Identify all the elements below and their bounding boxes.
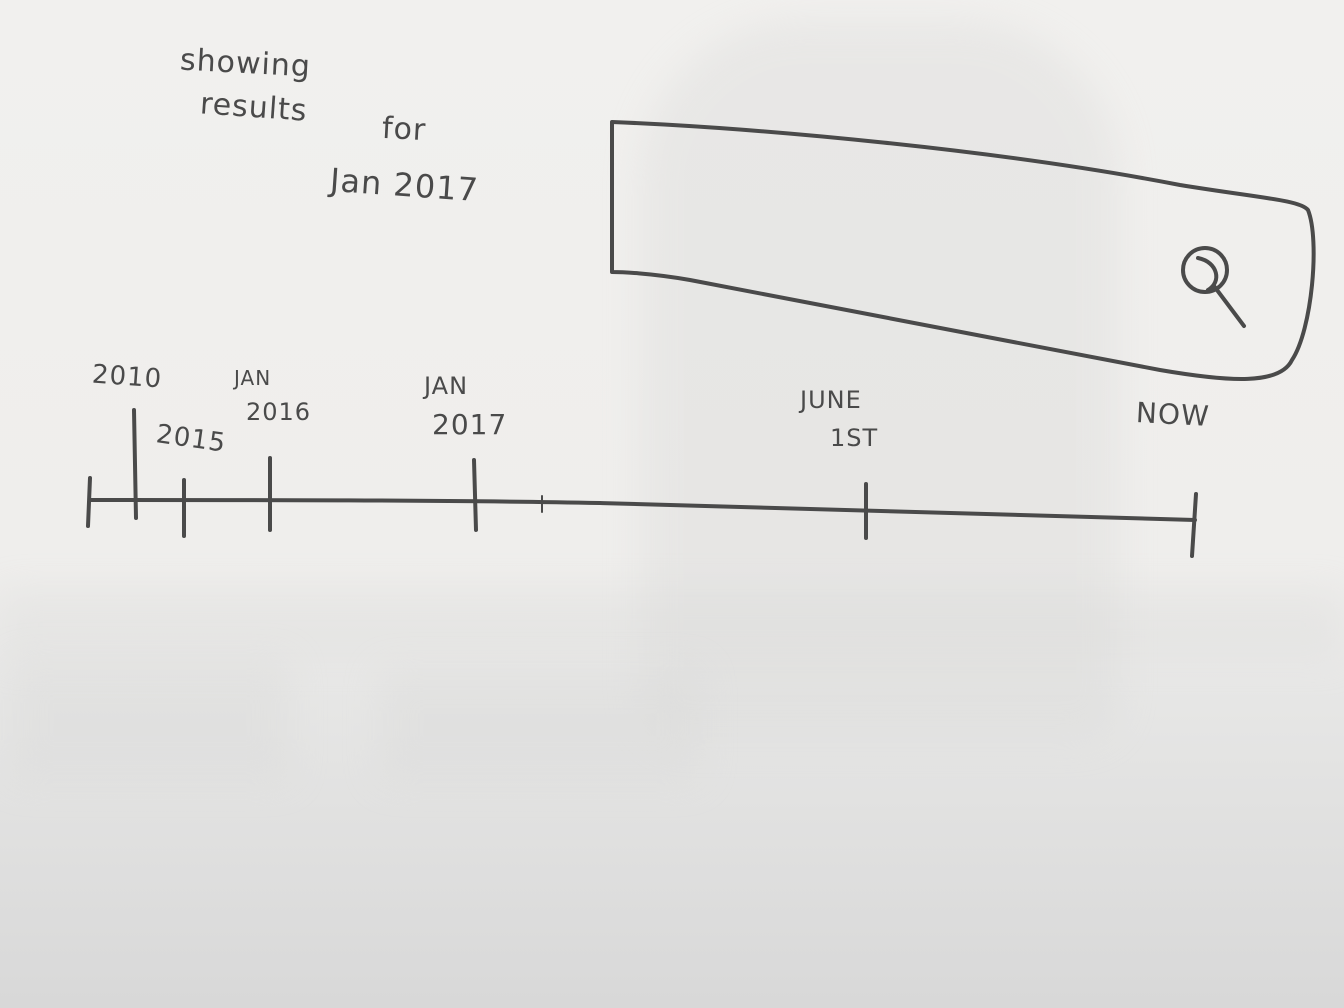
- reflection-chair-right: [380, 670, 700, 780]
- reflection-table: [0, 590, 1344, 660]
- label-june-month: JUNE: [800, 386, 862, 414]
- tick-start: [86, 476, 92, 528]
- search-box-outline: [610, 120, 1316, 381]
- label-jan2016-month: JAN: [234, 366, 272, 390]
- reflection-chair-left: [10, 660, 290, 780]
- search-icon: [1181, 246, 1246, 328]
- tick-2010: [132, 408, 138, 520]
- label-jan2017-month: JAN: [424, 372, 469, 400]
- label-june-day: 1ST: [830, 424, 879, 452]
- reflection-person: [640, 20, 1120, 740]
- label-jan2017-year: 2017: [432, 408, 508, 441]
- tick-jan2017: [472, 458, 478, 532]
- label-2010: 2010: [91, 359, 164, 395]
- tick-now: [1190, 492, 1198, 558]
- label-now: NOW: [1135, 396, 1211, 433]
- label-jan2016-year: 2016: [246, 398, 312, 426]
- timeline-axis: [88, 498, 1197, 522]
